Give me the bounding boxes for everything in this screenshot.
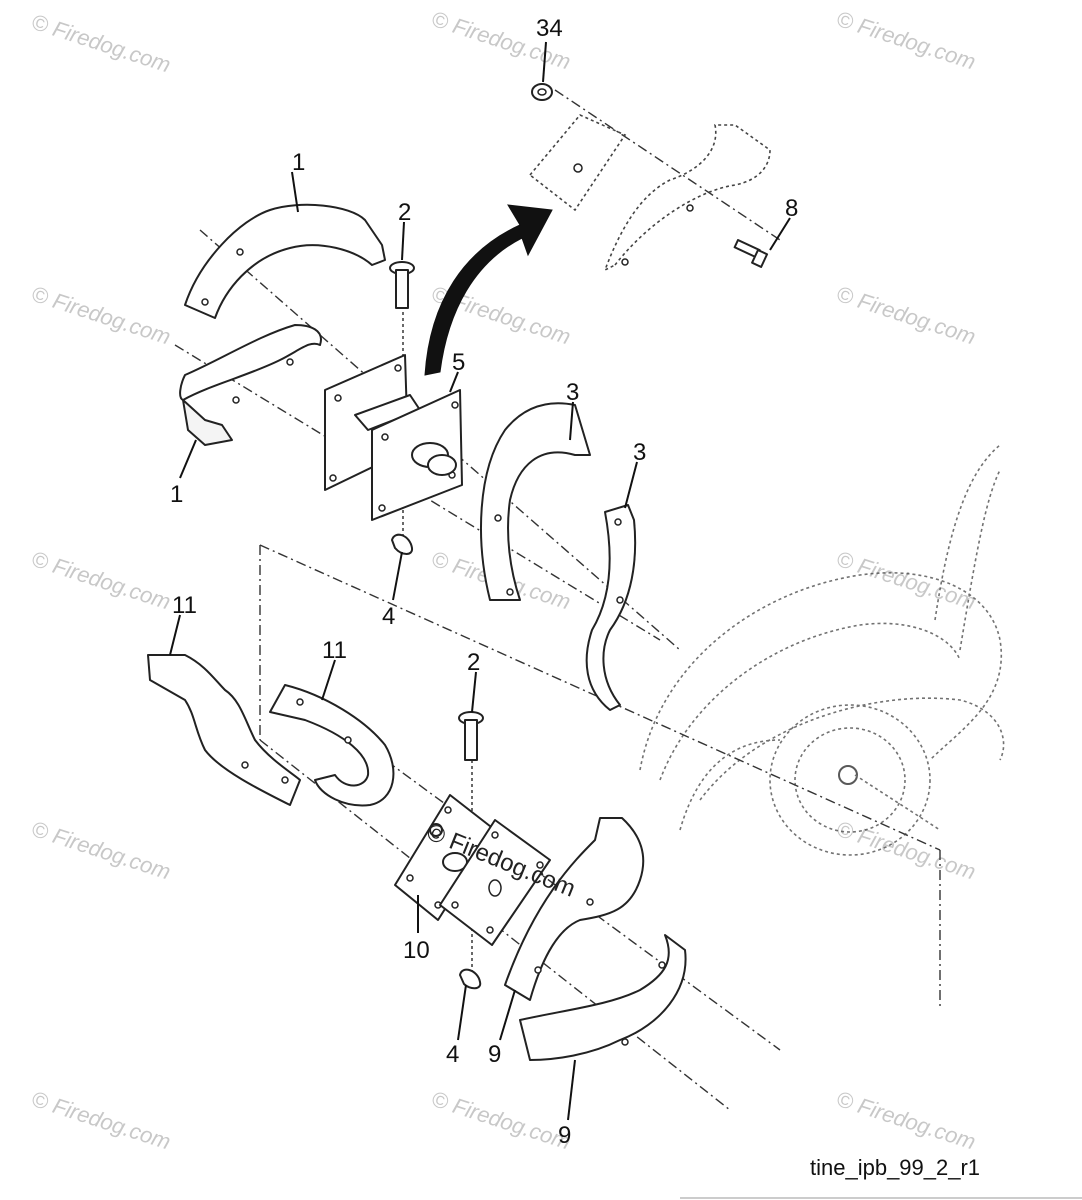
hub-plate-5 xyxy=(324,354,463,521)
watermark: © Firedog.com xyxy=(28,546,173,614)
watermark: © Firedog.com xyxy=(833,1086,978,1154)
callout-11-left: 11 xyxy=(172,592,197,619)
upper-tine-assembly xyxy=(179,83,771,711)
tine-3-right xyxy=(585,504,637,711)
watermark: © Firedog.com xyxy=(28,281,173,349)
bolt-8 xyxy=(733,239,769,268)
tiller-housing xyxy=(639,444,1005,856)
assembly-arrow xyxy=(424,204,553,376)
tine-1-lower xyxy=(179,324,322,446)
callout-2-upper: 2 xyxy=(398,199,411,226)
watermark: © Firedog.com xyxy=(833,6,978,74)
callout-5: 5 xyxy=(452,349,465,376)
callout-10: 10 xyxy=(403,937,430,964)
drawing-code-label: tine_ipb_99_2_r1 xyxy=(810,1155,980,1180)
watermark: © Firedog.com xyxy=(833,546,978,614)
callout-11-right: 11 xyxy=(322,637,347,664)
tine-11-right xyxy=(269,684,395,807)
watermark: © Firedog.com xyxy=(28,816,173,884)
callout-1-upper: 1 xyxy=(292,149,305,176)
watermark: © Firedog.com xyxy=(428,1086,573,1154)
clevis-pin-2-upper xyxy=(389,261,415,309)
hair-pin-clip-4-lower xyxy=(459,968,482,990)
callout-34: 34 xyxy=(536,15,563,42)
detail-tine-inset xyxy=(528,114,771,272)
lower-tine-assembly xyxy=(147,654,687,1061)
tine-1-upper xyxy=(184,203,386,319)
leader-lines xyxy=(169,41,791,1121)
clevis-pin-2-lower xyxy=(458,711,484,761)
callout-3-right: 3 xyxy=(633,439,646,466)
callout-9-lower: 9 xyxy=(558,1122,571,1149)
callout-4-lower: 4 xyxy=(446,1041,459,1068)
nut-34 xyxy=(531,83,553,101)
watermark: © Firedog.com xyxy=(28,1086,173,1154)
tine-9-lower xyxy=(519,934,687,1061)
callout-8: 8 xyxy=(785,195,798,222)
tine-11-left xyxy=(147,654,301,806)
callout-3-left: 3 xyxy=(566,379,579,406)
hub-plate-10 xyxy=(394,794,551,946)
callout-labels: 34 1 2 8 5 1 3 3 4 11 11 2 10 4 9 9 xyxy=(170,15,798,1149)
callout-9-upper: 9 xyxy=(488,1041,501,1068)
watermark: © Firedog.com xyxy=(28,9,173,77)
callout-2-lower: 2 xyxy=(467,649,480,676)
watermark: © Firedog.com xyxy=(833,816,978,884)
tine-9-upper xyxy=(504,817,645,1001)
hair-pin-clip-4-upper xyxy=(391,533,414,555)
tine-3-left xyxy=(480,402,591,601)
callout-1-lower: 1 xyxy=(170,481,183,508)
callout-4-upper: 4 xyxy=(382,603,395,630)
watermark: © Firedog.com xyxy=(833,281,978,349)
